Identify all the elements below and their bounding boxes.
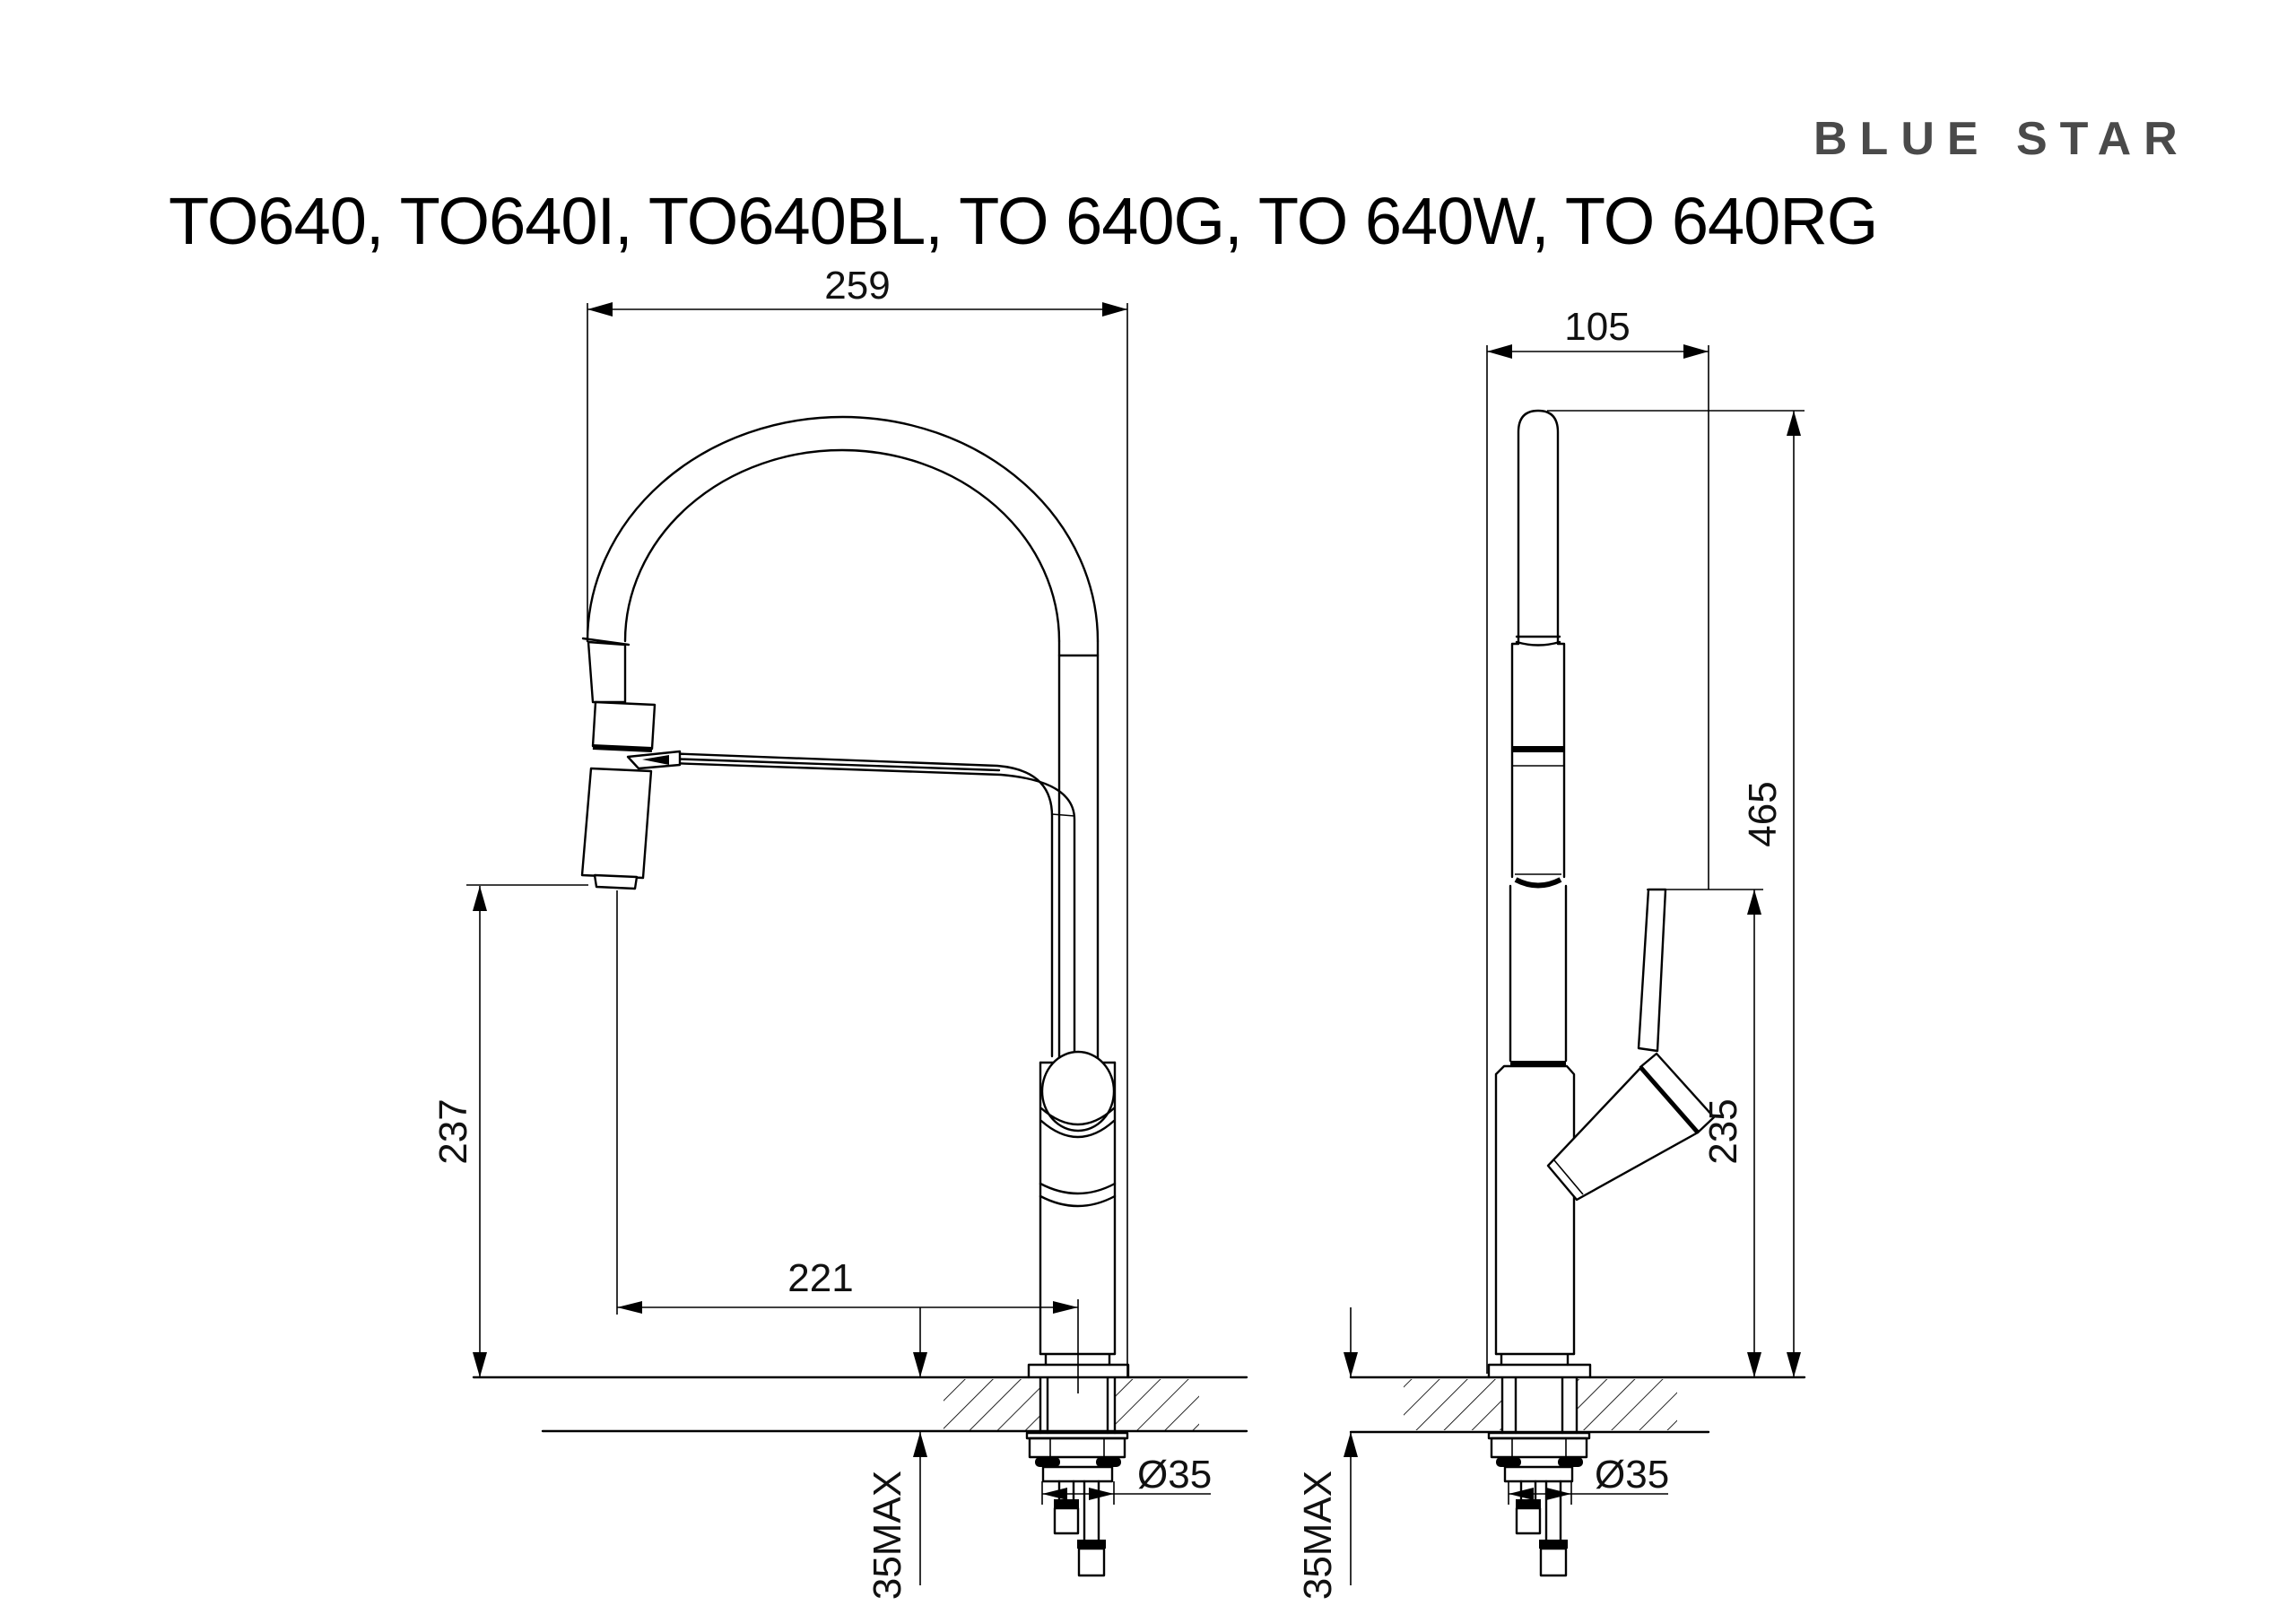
- mount-shank: [1039, 1376, 1117, 1435]
- sprayer-hose: [587, 640, 627, 704]
- body-sides: [1039, 1061, 1117, 1356]
- handle-tail-line: [1553, 1159, 1584, 1195]
- base-flange-side: [1487, 1363, 1592, 1379]
- supply-hoses-side: [1519, 1480, 1562, 1541]
- dim-259-arrow-right: [1102, 302, 1127, 317]
- dim-dia35-side-label: Ø35: [1595, 1453, 1669, 1497]
- arch-inner: [623, 448, 1061, 643]
- column-band: [1510, 1061, 1566, 1066]
- upper-column: [1509, 884, 1568, 1063]
- o-ring-left-side: [1496, 1457, 1521, 1467]
- dim-237-arrow-bottom: [473, 1352, 487, 1377]
- hose1-nut: [1054, 1499, 1079, 1508]
- dim-35max-front-arrow-down: [913, 1352, 927, 1377]
- body-ball-joint: [1040, 1050, 1116, 1133]
- body-neck-side: [1494, 1352, 1576, 1367]
- hose-bracket-side: [1503, 1465, 1574, 1483]
- brand-logo: BLUE STAR: [1813, 113, 2190, 165]
- dim-dia35-side-arrow-left: [1509, 1488, 1534, 1500]
- dim-105-arrow-left: [1487, 344, 1512, 359]
- front-view-drawing: 259 237 221 35MAX Ø35: [431, 264, 1248, 1600]
- dim-35max-front-arrow-up: [913, 1432, 927, 1457]
- body-cup-arcs: [1039, 1107, 1116, 1139]
- page-title: TO640, TO640I, TO640BL, TO 640G, TO 640W…: [169, 184, 1877, 258]
- hose2-end-side: [1539, 1547, 1568, 1577]
- body-side: [1494, 1064, 1576, 1356]
- dim-35max-side-arrow-down: [1344, 1352, 1358, 1377]
- counter-hatch-left-side: [1404, 1379, 1502, 1430]
- sprayer-coupler-band: [592, 744, 653, 752]
- dim-235-arrow-top: [1747, 890, 1761, 915]
- sprayer-coupler: [591, 700, 657, 751]
- spray-holder: [1510, 642, 1566, 879]
- dim-221-arrow-left: [617, 1301, 642, 1314]
- dim-35max-front-label: 35MAX: [865, 1471, 909, 1600]
- dim-dia35-front-label: Ø35: [1137, 1453, 1212, 1497]
- holder-band: [1512, 746, 1564, 752]
- spray-tube: [1517, 409, 1560, 646]
- counter-hatch-right-side: [1577, 1379, 1677, 1430]
- hose1-end-side: [1515, 1506, 1542, 1535]
- o-ring-right: [1096, 1457, 1121, 1467]
- handle-blade: [1637, 888, 1667, 1053]
- dim-dia35-front-ext: [1041, 1481, 1115, 1505]
- o-ring-left: [1035, 1457, 1060, 1467]
- spout-arm-mid: [665, 757, 1001, 772]
- spout-dock-dark: [642, 755, 669, 765]
- dim-465-arrow-top: [1787, 411, 1801, 436]
- holder-seat: [1514, 877, 1562, 889]
- locknut-facets: [1049, 1438, 1105, 1457]
- dim-dia35-front-arrow-right: [1089, 1488, 1114, 1500]
- counter-hatch-left: [944, 1379, 1040, 1430]
- hose2-nut: [1077, 1540, 1106, 1549]
- dim-237-label: 237: [431, 1098, 475, 1164]
- dim-259-extensions: [587, 303, 1128, 1377]
- hose1-nut-side: [1516, 1499, 1541, 1508]
- side-view-drawing: 105 465 235 35MAX Ø35: [1296, 305, 1806, 1600]
- dim-105-extensions: [1486, 345, 1709, 1374]
- dim-259-label: 259: [824, 264, 890, 308]
- spout-arm-bottom: [668, 761, 1076, 1060]
- o-ring-right-side: [1558, 1457, 1583, 1467]
- spout-bend-joint: [1051, 813, 1075, 817]
- sprayer-body: [580, 767, 653, 880]
- dim-dia35-side-arrow-right: [1546, 1488, 1571, 1500]
- locknut-facets-side: [1511, 1438, 1567, 1457]
- locknut-side: [1490, 1436, 1588, 1459]
- dim-235-label: 235: [1701, 1098, 1745, 1164]
- dim-105-arrow-right: [1683, 344, 1709, 359]
- dim-35max-side-label: 35MAX: [1296, 1471, 1340, 1600]
- dim-221-arrow-right: [1053, 1301, 1078, 1314]
- dim-35max-side-arrow-up: [1344, 1432, 1358, 1457]
- locknut: [1028, 1436, 1126, 1459]
- dim-235-arrow-bottom: [1747, 1352, 1761, 1377]
- hose1-end: [1053, 1506, 1080, 1535]
- hose-bracket: [1041, 1465, 1114, 1483]
- dim-465-arrow-bottom: [1787, 1352, 1801, 1377]
- dim-221-label: 221: [787, 1256, 853, 1300]
- arch-outer: [586, 415, 1100, 643]
- dim-dia35-side-ext: [1508, 1481, 1572, 1505]
- hose2-nut-side: [1539, 1540, 1568, 1549]
- hose2-end: [1077, 1547, 1106, 1577]
- body-joint-band: [1039, 1182, 1117, 1208]
- dim-259-arrow-left: [587, 302, 613, 317]
- counter-hatch-right: [1115, 1379, 1199, 1430]
- dim-237-arrow-top: [473, 886, 487, 911]
- spout-arm-top: [662, 751, 1054, 1058]
- dim-465-label: 465: [1741, 781, 1785, 846]
- handle-cap-band: [1639, 1065, 1700, 1134]
- arch-right-leg: [1057, 639, 1100, 1069]
- dim-105-label: 105: [1564, 305, 1630, 349]
- dim-dia35-front-arrow-left: [1042, 1488, 1067, 1500]
- spray-tube-joint: [1515, 635, 1561, 647]
- mount-shank-side: [1500, 1376, 1578, 1435]
- sprayer-collar: [593, 873, 639, 890]
